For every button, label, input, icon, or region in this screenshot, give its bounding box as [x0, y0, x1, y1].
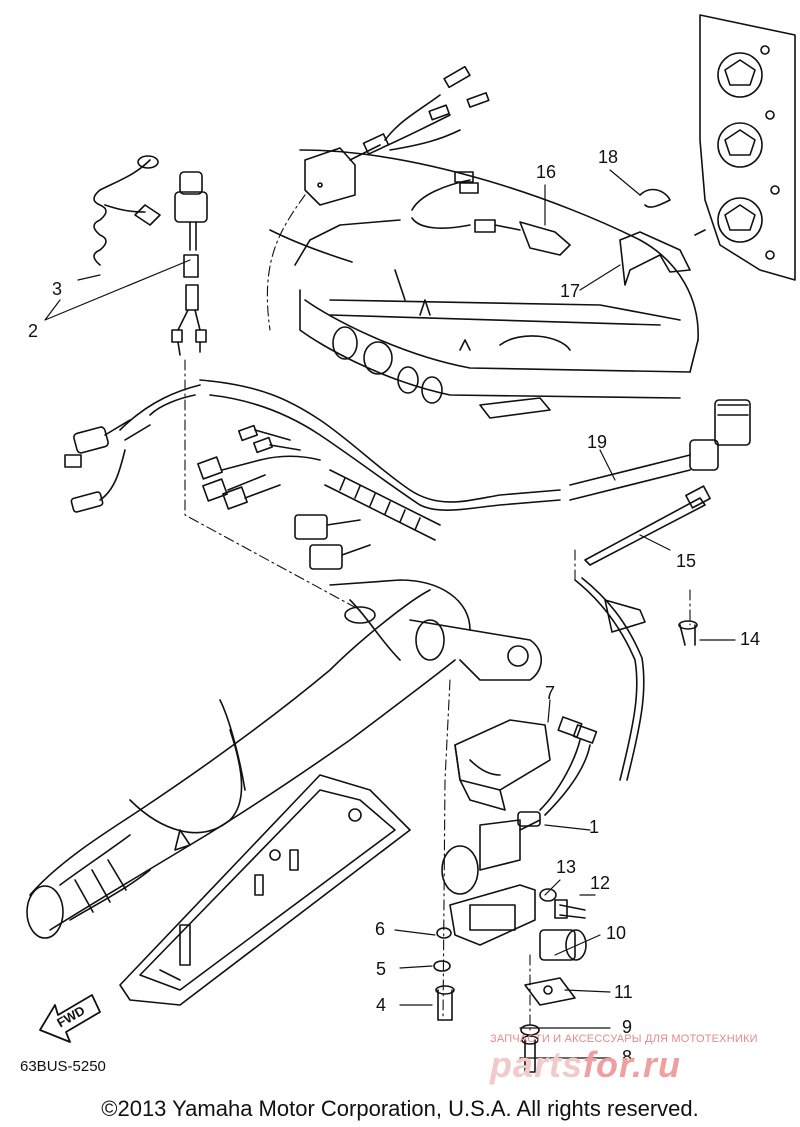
callout-13: 13 [556, 857, 577, 877]
harness-top [349, 65, 490, 161]
cable-tie [584, 485, 711, 566]
callout-17: 17 [560, 281, 581, 301]
callout-6: 6 [375, 919, 386, 939]
callout-19: 19 [587, 432, 608, 452]
watermark-tagline: ЗАПЧАСТИ И АКСЕССУАРЫ ДЛЯ МОТОТЕХНИКИ [490, 1033, 758, 1045]
callout-12: 12 [590, 873, 611, 893]
callout-5: 5 [376, 959, 387, 979]
callout-9: 9 [622, 1017, 633, 1037]
callout-18: 18 [598, 147, 619, 167]
rectifier-1 [441, 716, 598, 895]
callout-2: 2 [28, 321, 39, 341]
callout-16: 16 [536, 162, 557, 182]
callout-1: 1 [589, 817, 600, 837]
leader-lines [44, 169, 736, 1059]
callout-8: 8 [622, 1047, 633, 1067]
callout-7: 7 [545, 683, 556, 703]
grommet [304, 147, 356, 206]
wire-lead-19 [569, 399, 751, 501]
callout-15: 15 [676, 551, 697, 571]
callout-4: 4 [376, 995, 387, 1015]
cable-clamp [574, 577, 646, 781]
sensor-assembly [411, 171, 691, 286]
engine-block [694, 14, 796, 281]
main-harness [64, 379, 561, 570]
lower-cover [119, 774, 411, 1006]
watermark-brand-a: parts [490, 1044, 584, 1085]
watermark-brand: partsfor.ru [490, 1044, 681, 1086]
callout-10: 10 [606, 923, 627, 943]
stop-switch-assembly [93, 155, 208, 356]
guide-lines [184, 194, 691, 1031]
watermark-brand-b: for.ru [583, 1044, 682, 1085]
callout-14: 14 [740, 629, 761, 649]
cover-7 [454, 719, 551, 811]
figure-code: 63BUS-5250 [20, 1058, 106, 1075]
bottom-cowling [269, 149, 699, 419]
copyright-notice: ©2013 Yamaha Motor Corporation, U.S.A. A… [101, 1096, 699, 1121]
tiller-handle [26, 579, 543, 939]
fwd-arrow [39, 994, 101, 1043]
fasteners [433, 620, 698, 1073]
callout-3: 3 [52, 279, 63, 299]
callout-11: 11 [614, 982, 633, 1002]
bracket-10-11 [449, 884, 587, 1006]
